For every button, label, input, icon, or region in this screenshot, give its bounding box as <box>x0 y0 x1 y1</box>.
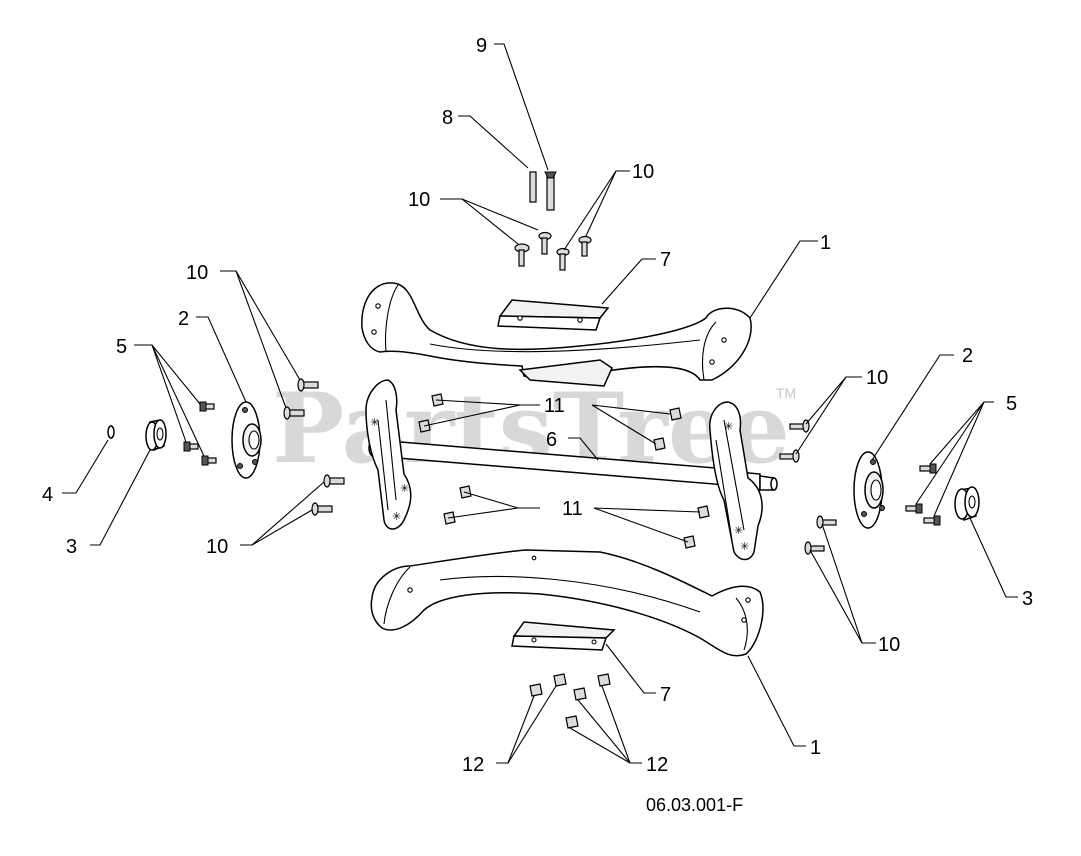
callout-11: 11 <box>544 395 565 417</box>
right-bearing <box>954 486 980 521</box>
svg-text:✳: ✳ <box>734 525 743 537</box>
left-side-plate: ✳ ✳ ✳ <box>365 379 412 530</box>
callout-12: 12 <box>462 754 484 776</box>
callout-9: 9 <box>476 35 487 57</box>
callout-10: 10 <box>206 536 228 558</box>
callout-7: 7 <box>660 684 671 706</box>
callout-10: 10 <box>632 161 654 183</box>
callout-12: 12 <box>646 754 668 776</box>
callout-11: 11 <box>562 498 583 520</box>
svg-text:✳: ✳ <box>392 511 401 523</box>
callout-1: 1 <box>820 232 831 254</box>
callout-10: 10 <box>408 189 430 211</box>
svg-text:✳: ✳ <box>724 421 733 433</box>
upper-frame-rail <box>361 282 752 387</box>
left-hub-flange <box>231 401 262 479</box>
callout-10: 10 <box>186 262 208 284</box>
lock-nuts-group <box>529 673 611 729</box>
callout-1: 1 <box>810 737 821 759</box>
callout-8: 8 <box>442 107 453 129</box>
screws-group <box>183 401 941 526</box>
bolts-group <box>283 171 837 555</box>
callout-6: 6 <box>546 429 557 451</box>
svg-text:✳: ✳ <box>370 417 379 429</box>
callout-7: 7 <box>660 249 671 271</box>
callout-2: 2 <box>178 308 189 330</box>
watermark-tm: TM <box>776 385 796 401</box>
right-hub-flange <box>853 451 885 529</box>
callout-3: 3 <box>66 536 77 558</box>
callout-4: 4 <box>42 484 53 506</box>
lower-frame-rail <box>370 549 764 657</box>
drawing-number: 06.03.001-F <box>646 795 743 815</box>
right-side-plate: ✳ ✳ ✳ <box>709 401 763 561</box>
callout-10: 10 <box>878 634 900 656</box>
callout-5: 5 <box>1006 393 1017 415</box>
left-retaining-ring <box>107 425 115 439</box>
upper-mounting-bracket <box>497 299 610 331</box>
leader-lines <box>62 43 1018 764</box>
left-bearing <box>145 419 167 452</box>
callout-2: 2 <box>962 345 973 367</box>
callout-3: 3 <box>1022 588 1033 610</box>
svg-text:✳: ✳ <box>740 541 749 553</box>
callout-5: 5 <box>116 336 127 358</box>
svg-text:✳: ✳ <box>400 483 409 495</box>
callout-10: 10 <box>866 367 888 389</box>
nuts-group <box>418 393 710 549</box>
lower-mounting-bracket <box>511 621 616 651</box>
callout-labels: 9 8 10 10 10 7 1 2 5 11 6 10 2 5 4 3 10 … <box>42 35 1033 776</box>
